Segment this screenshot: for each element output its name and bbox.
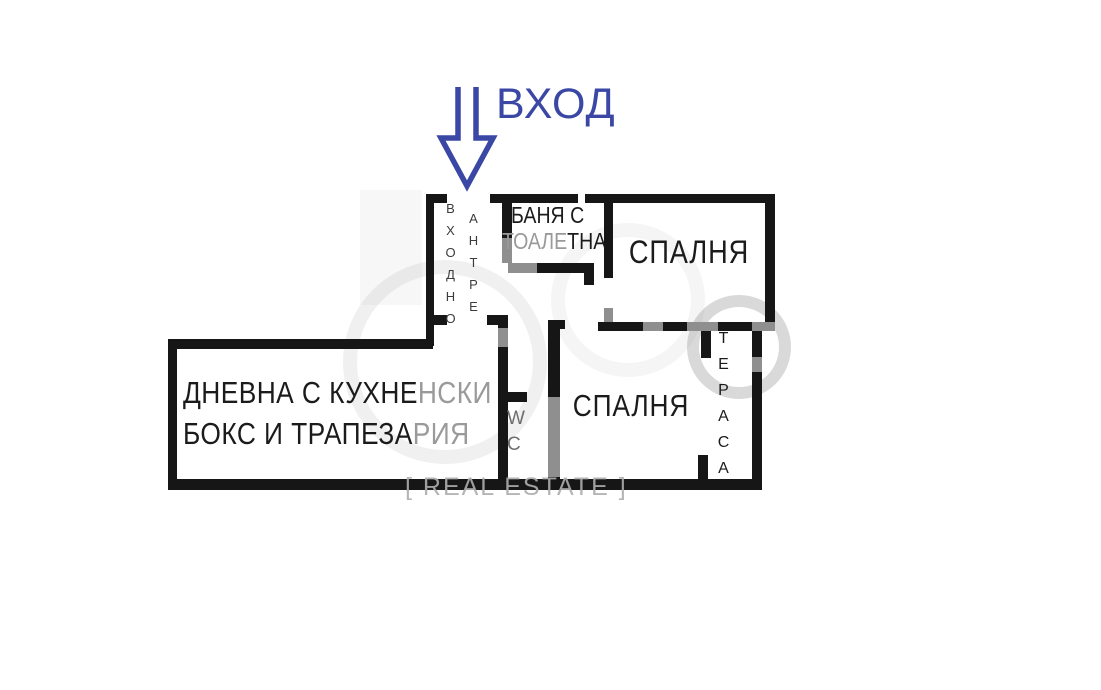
room-label-bathroom-faded-part: ТОАЛЕ [502, 228, 568, 254]
wall-segment [701, 331, 711, 358]
room-label-entry-hall-1: ВХОДНО [443, 201, 458, 333]
wall-segment-faded [752, 322, 775, 331]
wall-segment [498, 315, 508, 328]
wall-segment [584, 263, 594, 285]
living-line2-dark: БОКС И ТРАПЕЗА [183, 416, 413, 451]
walls [168, 194, 775, 490]
entrance-arrow-icon [436, 87, 498, 192]
wall-segment [490, 194, 578, 203]
wall-segment [604, 194, 613, 278]
watermark-text: [ REAL ESTATE ] [405, 473, 628, 501]
wall-segment-faded [508, 263, 537, 273]
room-label-living-line1: ДНЕВНА С КУХНЕНСКИ [183, 372, 492, 413]
wall-segment [548, 320, 560, 397]
wall-segment-faded [687, 322, 718, 331]
wall-segment [663, 322, 687, 331]
wall-segment [168, 339, 433, 349]
living-line1-faded: НСКИ [417, 375, 492, 410]
watermark-logo-shapes [343, 190, 791, 464]
wall-segment-faded [752, 357, 762, 372]
wall-segment [168, 479, 762, 490]
wall-segment [548, 477, 560, 490]
wall-segment-faded [604, 308, 613, 322]
wall-segment-faded [502, 238, 512, 263]
wall-segment-faded [498, 328, 508, 347]
wall-segment [537, 263, 592, 273]
wall-segment [752, 331, 762, 357]
wall-segment [426, 194, 434, 346]
room-label-bathroom-line1: БАНЯ С [511, 202, 585, 228]
wall-segment [698, 455, 708, 485]
watermark-ring-left [343, 260, 547, 464]
wall-segment [502, 203, 512, 238]
wall-segment [503, 392, 527, 402]
watermark-block [360, 190, 422, 305]
wall-segment [752, 372, 762, 490]
entrance-label: ВХОД [496, 80, 616, 128]
living-line2-faded: РИЯ [412, 416, 470, 451]
room-label-bedroom-bottom: СПАЛНЯ [572, 388, 690, 423]
room-label-living-line2: БОКС И ТРАПЕЗАРИЯ [183, 413, 492, 454]
wall-segment [718, 322, 752, 331]
wall-segment [168, 339, 177, 490]
room-label-entry-hall-2: АНТРЕ [466, 211, 481, 321]
wall-segment [487, 315, 508, 325]
room-label-living: ДНЕВНА С КУХНЕНСКИ БОКС И ТРАПЕЗАРИЯ [183, 372, 492, 454]
room-label-terrace: ТЕРАСА [715, 330, 732, 486]
living-line1-dark: ДНЕВНА С КУХНЕ [183, 375, 418, 410]
wall-segment [498, 347, 508, 490]
wall-segment [765, 194, 775, 331]
wall-segment-faded [548, 397, 560, 477]
wall-segment [585, 194, 775, 203]
wall-segment [426, 315, 447, 325]
wall-segment-faded [643, 322, 663, 331]
watermark-ring-right [687, 295, 791, 399]
wall-segment [426, 194, 447, 203]
watermark-ring-mid [551, 223, 705, 377]
room-label-bedroom-top: СПАЛНЯ [628, 234, 750, 270]
room-label-bathroom-dark-part: ТНА [567, 228, 607, 254]
room-label-wc: W C [507, 408, 525, 455]
wall-segment [598, 322, 643, 331]
room-label-bathroom-line2: ТОАЛЕТНА [502, 229, 606, 253]
